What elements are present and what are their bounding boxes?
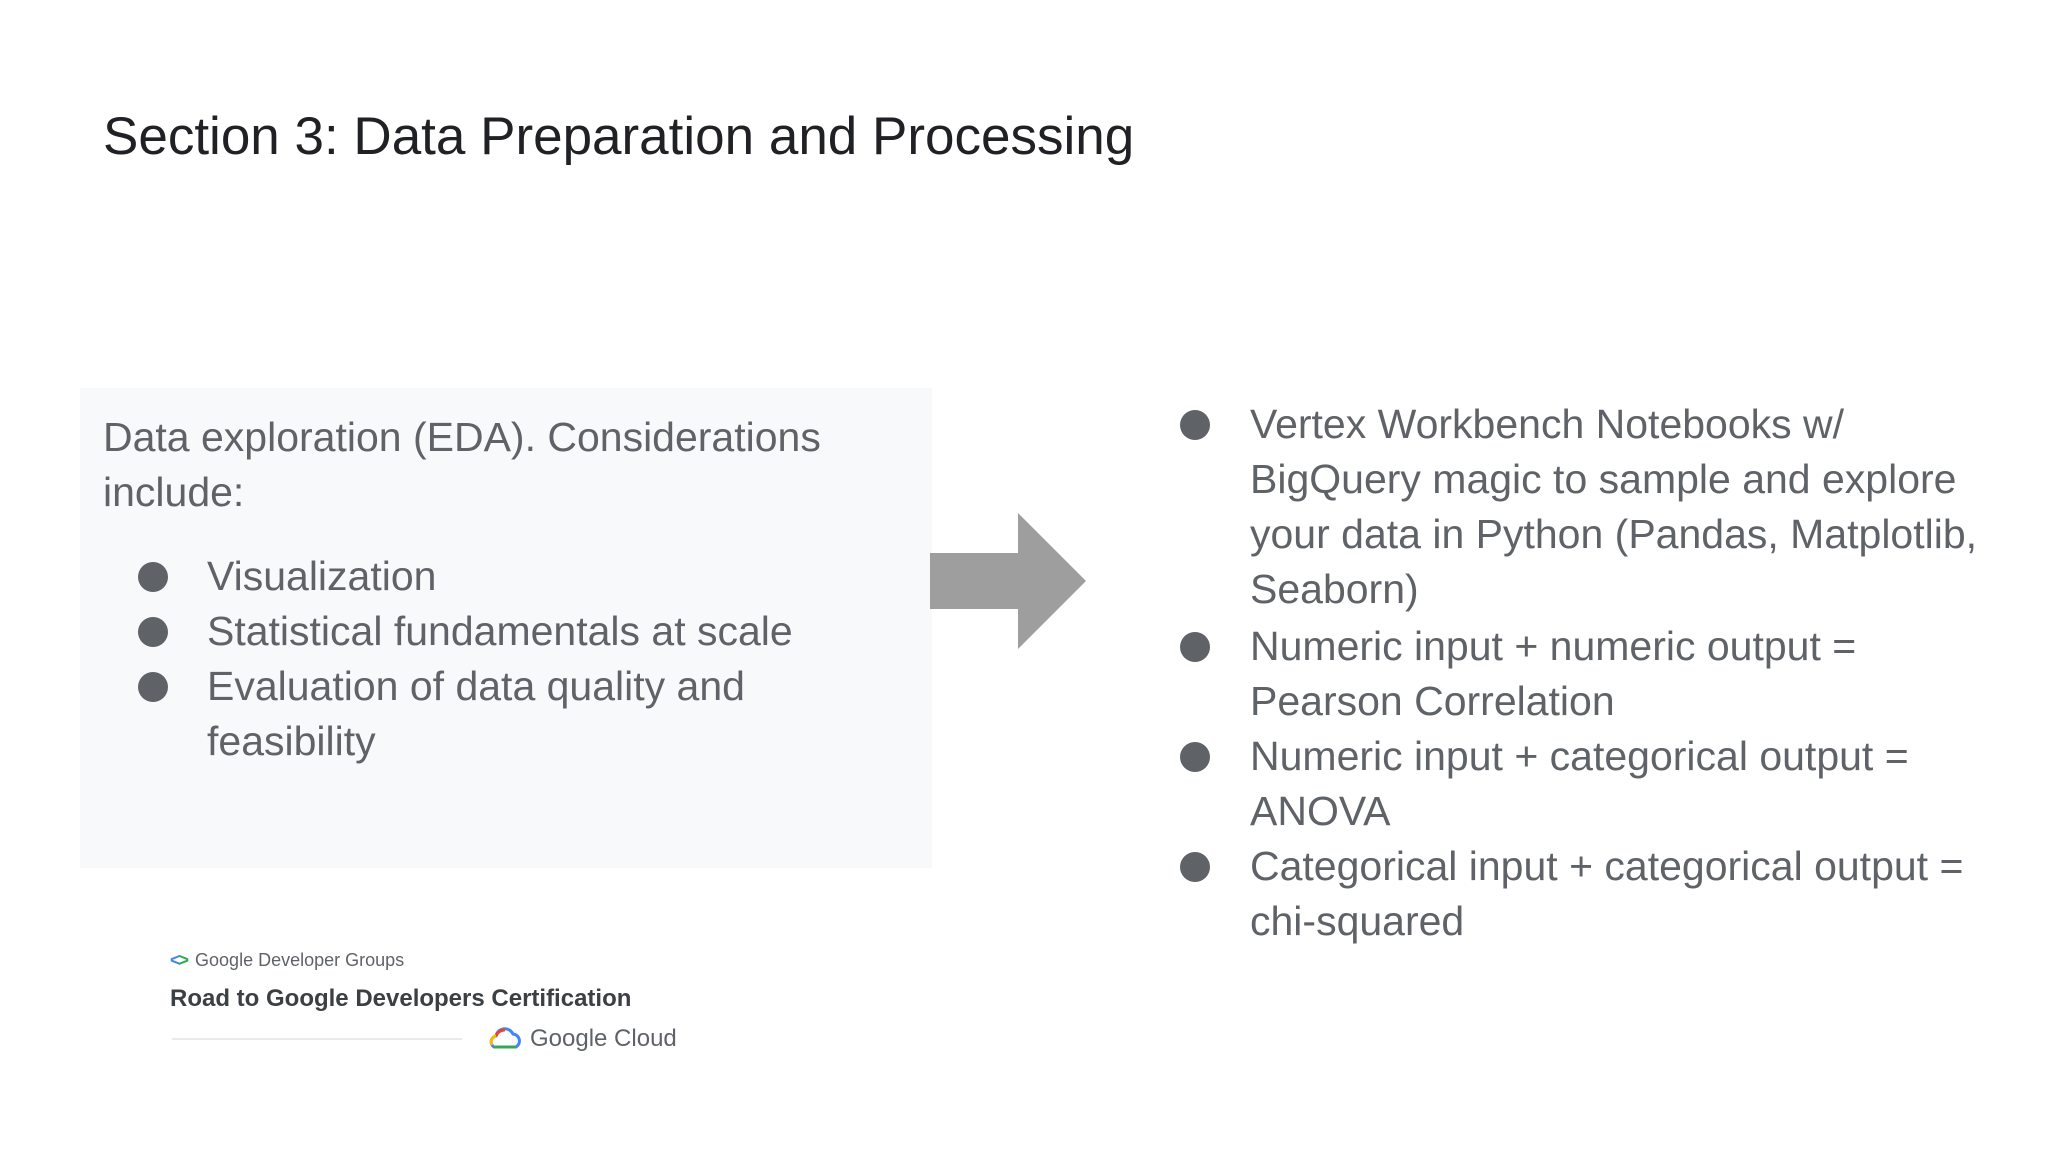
left-bullet-item: Statistical fundamentals at scale bbox=[207, 604, 793, 659]
right-bullet-item: Numeric input + numeric output = Pearson… bbox=[1250, 619, 1856, 729]
bullet-line: BigQuery magic to sample and explore bbox=[1250, 456, 1957, 502]
bullet-line: Visualization bbox=[207, 553, 437, 599]
right-bullet-item: Categorical input + categorical output =… bbox=[1250, 839, 1963, 949]
bullet-dot-icon bbox=[138, 672, 168, 702]
bullet-line: Numeric input + numeric output = bbox=[1250, 623, 1857, 669]
bullet-dot-icon bbox=[1180, 410, 1210, 440]
slide-title: Section 3: Data Preparation and Processi… bbox=[103, 107, 1135, 166]
bullet-dot-icon bbox=[1180, 742, 1210, 772]
left-panel-intro: Data exploration (EDA). Considerations i… bbox=[103, 410, 883, 520]
intro-line: include: bbox=[103, 469, 245, 515]
left-bullet-item: Evaluation of data quality and feasibili… bbox=[207, 659, 745, 769]
program-title: Road to Google Developers Certification bbox=[170, 985, 632, 1012]
bullet-dot-icon bbox=[138, 617, 168, 647]
right-bullet-item: Numeric input + categorical output = ANO… bbox=[1250, 729, 1909, 839]
logo-divider bbox=[172, 1038, 462, 1040]
bullet-line: feasibility bbox=[207, 718, 376, 764]
bullet-line: chi-squared bbox=[1250, 898, 1465, 944]
bullet-line: Categorical input + categorical output = bbox=[1250, 843, 1964, 889]
branding-logo: <> Google Developer Groups Road to Google… bbox=[170, 945, 690, 1065]
left-bullet-item: Visualization bbox=[207, 549, 436, 604]
bullet-line: ANOVA bbox=[1250, 788, 1391, 834]
bullet-dot-icon bbox=[1180, 632, 1210, 662]
right-bullet-item: Vertex Workbench Notebooks w/ BigQuery m… bbox=[1250, 397, 1977, 617]
gdg-label: <> Google Developer Groups bbox=[170, 950, 404, 971]
gdg-text: Google Developer Groups bbox=[195, 950, 405, 970]
bullet-dot-icon bbox=[1180, 852, 1210, 882]
google-cloud-label: Google Cloud bbox=[530, 1025, 677, 1052]
bullet-line: Seaborn) bbox=[1250, 566, 1419, 612]
left-panel bbox=[80, 388, 932, 868]
right-arrow-icon bbox=[930, 513, 1086, 649]
intro-line: Data exploration (EDA). Considerations bbox=[103, 414, 821, 460]
bullet-line: Evaluation of data quality and bbox=[207, 663, 745, 709]
bullet-line: Numeric input + categorical output = bbox=[1250, 733, 1909, 779]
google-cloud-icon bbox=[489, 1027, 521, 1049]
bullet-dot-icon bbox=[138, 562, 168, 592]
bullet-line: Statistical fundamentals at scale bbox=[207, 608, 793, 654]
gdg-brackets-icon: <> bbox=[170, 950, 189, 970]
bullet-line: your data in Python (Pandas, Matplotlib, bbox=[1250, 511, 1978, 557]
bullet-line: Vertex Workbench Notebooks w/ bbox=[1250, 401, 1845, 447]
bullet-line: Pearson Correlation bbox=[1250, 678, 1615, 724]
